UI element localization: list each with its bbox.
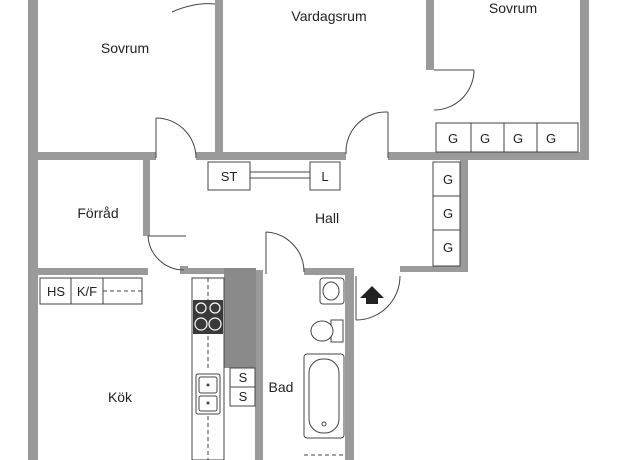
wardrobe-label: G [546,131,556,146]
l-label: L [321,169,328,184]
hs-label: HS [47,284,65,299]
bathtub-icon [303,353,345,439]
wardrobes-top: G G G G [435,122,579,153]
bath-cabinets: S S [229,367,256,407]
room-label-forrad: Förråd [77,205,118,221]
room-label-sovrum-right: Sovrum [489,0,537,16]
wardrobe-label: G [443,206,453,221]
sink-icon [195,373,221,415]
kitchen-appliances: HS K/F [39,277,143,305]
wardrobes-side: G G G [432,161,461,267]
st-label: ST [221,169,238,184]
wardrobe-label: G [443,172,453,187]
room-label-vardagsrum: Vardagsrum [291,8,366,24]
wardrobe-label: G [443,240,453,255]
room-label-hall: Hall [315,210,339,226]
room-labels: Sovrum Vardagsrum Sovrum Förråd Hall Kök… [77,0,537,405]
washbasin-icon [319,277,345,305]
s-label: S [239,370,248,385]
s-label: S [239,389,248,404]
walls [28,0,589,460]
kf-label: K/F [77,284,97,299]
bath-fixtures [303,277,345,456]
wardrobe-label: G [448,131,458,146]
kitchen-counter [191,277,225,460]
room-label-sovrum-left: Sovrum [101,40,149,56]
wardrobe-label: G [480,131,490,146]
hall-closets: ST L [207,161,341,191]
doors [147,3,475,321]
room-label-kok: Kök [108,389,133,405]
room-label-bad: Bad [269,379,294,395]
wardrobe-label: G [513,131,523,146]
toilet-icon [310,319,344,343]
stove-icon [193,300,223,334]
entrance-arrow-icon [360,286,384,304]
